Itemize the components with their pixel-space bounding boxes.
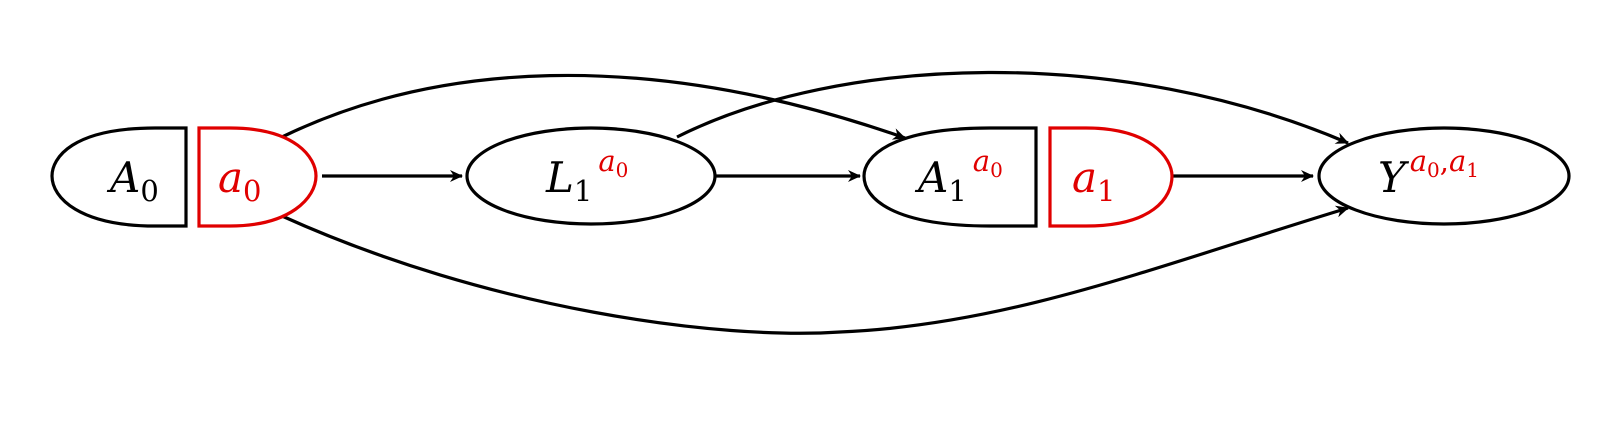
node-A0-label: A0: [106, 153, 159, 208]
node-a0-half-shape: [197, 126, 318, 228]
node-L1-shape: [465, 126, 717, 226]
node-a1-label: a1: [1072, 153, 1116, 208]
node-L1-label: L1a0: [545, 144, 628, 208]
edge-L1-to-Y: [676, 70, 1349, 145]
node-a0-label: a0: [218, 153, 262, 208]
node-A1-label: A1a0: [914, 144, 1003, 208]
edge-a0-to-A1: [281, 73, 906, 140]
node-Y-shape: [1317, 126, 1571, 226]
edges: [281, 70, 1349, 335]
edge-a0-to-Y: [281, 205, 1349, 335]
node-A1-a1: [862, 126, 1174, 228]
node-A1-half-shape: [862, 126, 1038, 228]
node-A0-a0: [50, 126, 318, 228]
node-A0-half-shape: [50, 126, 188, 228]
node-a1-half-shape: [1048, 126, 1174, 228]
